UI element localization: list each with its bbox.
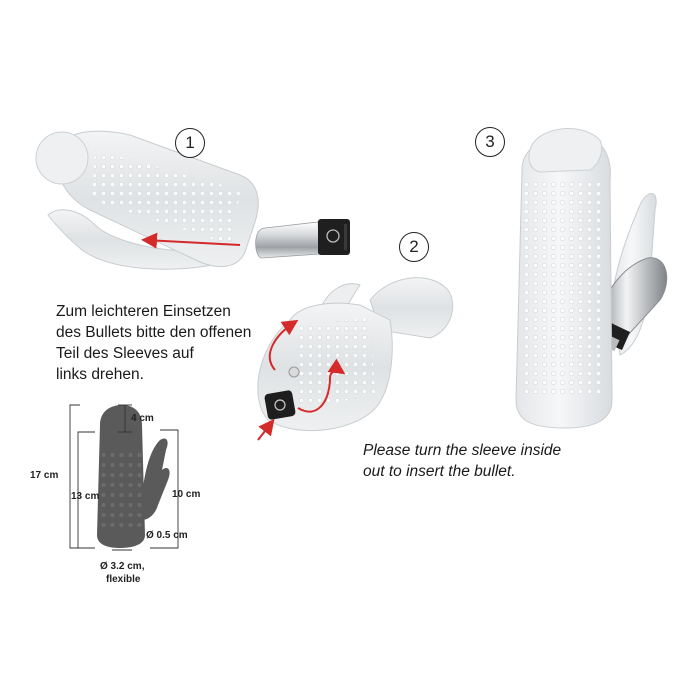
sleeve-inverted-figure (257, 277, 454, 441)
sleeve-vertical-figure (515, 128, 668, 429)
step-number: 1 (185, 133, 195, 152)
dimension-arm-length: 10 cm (172, 489, 201, 500)
dimension-opening-diameter: Ø 0.5 cm (146, 530, 188, 541)
instruction-line: out to insert the bullet. (363, 463, 516, 480)
dimension-tip-length: 4 cm (131, 413, 154, 424)
sleeve-horizontal-figure (35, 130, 259, 270)
instruction-line: Teil des Sleeves auf (56, 345, 194, 362)
step-number: 2 (409, 237, 419, 256)
instruction-line: links drehen. (56, 366, 144, 383)
instruction-german: Zum leichteren Einsetzen des Bullets bit… (56, 301, 276, 385)
bullet-vibrator-figure (255, 219, 350, 259)
instruction-english: Please turn the sleeve inside out to ins… (363, 440, 623, 482)
dimension-diameter: Ø 3.2 cm, (100, 561, 145, 572)
step-number: 3 (485, 132, 495, 151)
dimension-drawing (69, 404, 179, 551)
step-marker-1: 1 (175, 128, 205, 158)
instruction-line: Please turn the sleeve inside (363, 442, 562, 459)
instruction-line: des Bullets bitte den offenen (56, 324, 252, 341)
dimension-total-length: 17 cm (30, 470, 59, 481)
dimension-insertable-length: 13 cm (71, 491, 100, 502)
instruction-line: Zum leichteren Einsetzen (56, 303, 231, 320)
step-marker-3: 3 (475, 127, 505, 157)
dimension-flexibility: flexible (106, 574, 141, 585)
step-marker-2: 2 (399, 232, 429, 262)
